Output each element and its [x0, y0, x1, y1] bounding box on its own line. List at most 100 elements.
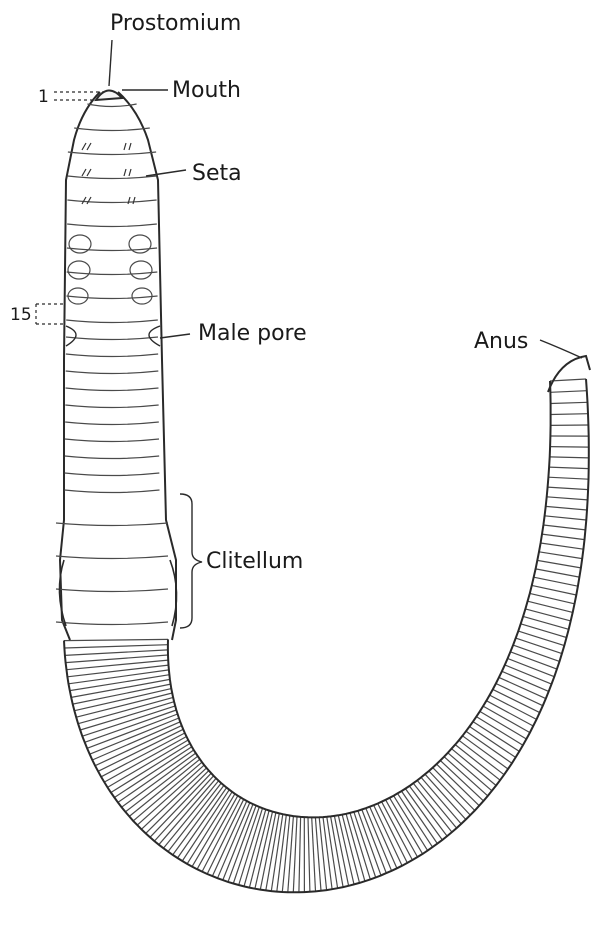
worm-posterior-rings: [64, 379, 589, 892]
anterior-segment-rings: [56, 104, 168, 625]
segment-ring: [550, 447, 589, 448]
segment-number-15: 15: [10, 305, 32, 325]
segment-ring: [76, 693, 172, 717]
segment-ring: [513, 645, 559, 661]
segment-ring: [67, 665, 168, 677]
segment-ring: [95, 726, 182, 766]
segment-ring: [550, 379, 586, 381]
segment-ring: [480, 711, 527, 739]
worm-anterior-body: [56, 90, 177, 640]
segment-ring: [452, 749, 497, 786]
leader-male-pore: [160, 334, 190, 338]
segment-ring: [299, 817, 301, 892]
segment-ring: [56, 589, 168, 592]
segment-ring: [293, 817, 297, 893]
segment-ring: [532, 585, 577, 595]
segment-ring: [67, 224, 157, 227]
segment-ring: [551, 402, 588, 403]
segment-ring: [68, 152, 156, 155]
segment-number-1: 1: [38, 87, 49, 107]
label-seta: Seta: [192, 161, 242, 186]
segment-ring: [249, 811, 269, 888]
segment-ring: [486, 701, 533, 726]
segment-ring: [66, 371, 159, 374]
segment-ring: [65, 405, 158, 408]
segment-ring: [437, 764, 480, 806]
segment-ring: [530, 593, 575, 603]
segment-ring: [67, 248, 157, 251]
segment-ring: [56, 556, 168, 559]
segment-ring: [212, 801, 246, 876]
segment-ring: [56, 523, 168, 526]
posterior-outline-outer: [64, 379, 589, 892]
segment-ring: [476, 717, 523, 746]
segment-ring: [66, 296, 157, 299]
leader-prostomium: [109, 40, 112, 86]
segment-ring: [508, 659, 555, 677]
segment-ring: [550, 457, 589, 458]
segment-ovals: [68, 235, 152, 304]
segment-ring: [66, 354, 158, 357]
segment-ring: [473, 722, 519, 752]
tail-tip: [548, 356, 590, 392]
segment-ring: [68, 176, 157, 179]
segment-ring: [65, 439, 159, 442]
segment-ring: [65, 473, 160, 476]
segment-ring: [541, 543, 584, 549]
segment-ring: [542, 534, 585, 540]
segment-ring: [65, 650, 168, 656]
segment-ring: [448, 753, 492, 791]
segment-ring: [545, 516, 587, 520]
segment-ring: [312, 817, 316, 891]
setae-marks: [82, 143, 135, 204]
segment-ring: [539, 552, 582, 559]
segment-ring: [516, 638, 562, 654]
leader-anus: [540, 340, 582, 358]
segment-ring: [548, 487, 589, 490]
segment-ring: [444, 757, 488, 796]
clitellum-bulge: [59, 560, 176, 626]
segment-ring: [543, 525, 585, 530]
male-pore-swellings: [66, 326, 160, 346]
segment-ring: [354, 812, 376, 878]
segment-ring: [547, 497, 588, 500]
segment-ring: [78, 697, 173, 723]
segment-ring: [67, 200, 156, 203]
segment-ring: [470, 727, 516, 758]
segment-ring: [537, 560, 581, 568]
segment-ring: [182, 790, 229, 861]
segment-ring: [536, 569, 580, 577]
segment-ring: [67, 272, 158, 275]
segment-ring: [483, 706, 530, 733]
label-male-pore: Male pore: [198, 321, 307, 346]
segment-ring: [505, 665, 552, 684]
segment-ring: [82, 706, 175, 736]
segment-ring: [521, 624, 567, 638]
segment-ring: [510, 652, 557, 669]
segment-ring: [546, 506, 587, 510]
segment-ring: [74, 128, 150, 131]
segment-ring: [65, 456, 159, 459]
label-prostomium: Prostomium: [110, 11, 241, 36]
segment-ring: [358, 811, 381, 876]
clitellum-brace: [180, 494, 202, 628]
segment-ring: [66, 320, 158, 323]
leader-seta: [146, 170, 186, 176]
segment-ring: [518, 631, 564, 646]
segment-ring: [66, 337, 158, 340]
segment-ring: [65, 422, 159, 425]
segment-ring: [440, 761, 483, 801]
segment-ring: [308, 817, 310, 892]
segment-ring: [323, 817, 332, 889]
posterior-outline-inner: [168, 381, 551, 817]
segment-ring: [64, 645, 167, 648]
segment-ring: [64, 639, 168, 640]
segment-ring: [56, 622, 168, 625]
segment-ring: [366, 808, 392, 871]
segment-ring: [551, 414, 588, 415]
segment-ring: [550, 391, 586, 393]
segment-ring: [548, 477, 588, 479]
segment-ring: [65, 490, 160, 493]
segment-ring: [66, 388, 159, 391]
